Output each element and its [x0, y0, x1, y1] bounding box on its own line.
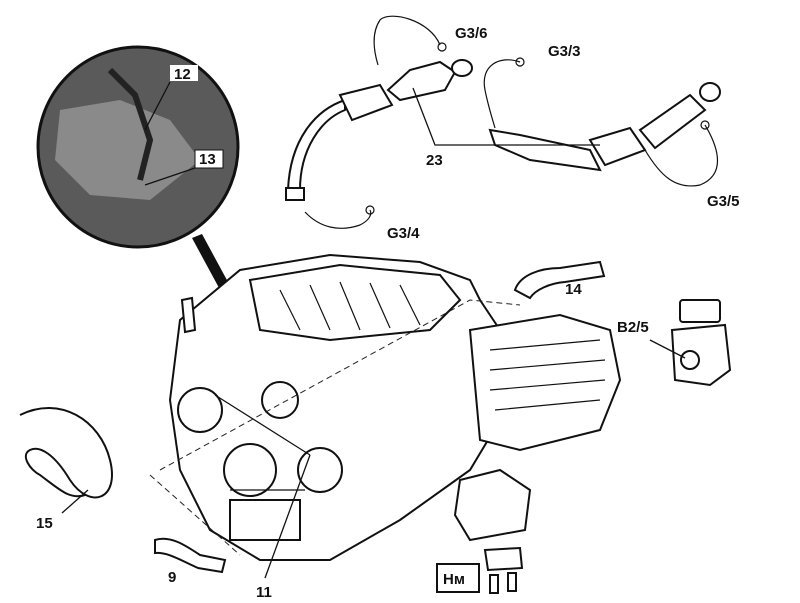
label-nm: Нм: [443, 571, 465, 588]
mount-bracket: [483, 546, 524, 572]
intake-manifold: [248, 263, 462, 342]
pulley-1: [177, 387, 223, 433]
exhaust-flange-left-top: [451, 59, 473, 77]
exhaust-pipe-right-lower: [488, 128, 602, 172]
catalytic-converter-left: [338, 83, 394, 122]
leader-b25: [649, 339, 686, 359]
pulley-2: [223, 443, 277, 497]
b25-top: [679, 299, 721, 323]
sensor-g36: [437, 42, 447, 52]
detail-inset: [36, 45, 240, 249]
sensor-cable-g36: [373, 15, 441, 66]
sensor-g35: [700, 120, 710, 130]
label-g35: G3/5: [707, 193, 740, 210]
engine-block: [149, 253, 622, 561]
catalytic-converter-right: [588, 126, 647, 167]
transmission-ribs: [489, 339, 606, 411]
b25-port: [680, 350, 700, 370]
label-11: 11: [256, 584, 272, 601]
b25-body: [670, 323, 732, 387]
exhaust-pipe-left-lower: [286, 98, 346, 191]
sensor-g34: [365, 205, 375, 215]
sensor-cable-g35: [644, 124, 719, 187]
bolt-1: [489, 574, 499, 594]
leader-11: [264, 454, 311, 579]
label-g34: G3/4: [387, 225, 420, 242]
leader-15: [61, 489, 89, 514]
label-g36: G3/6: [455, 25, 488, 42]
mount-bracket-bolts: [483, 546, 524, 594]
label-12: 12: [174, 66, 191, 83]
detail-inset-hose: [107, 67, 154, 181]
exhaust-flange-right-top: [699, 82, 721, 102]
label-9: 9: [168, 569, 176, 586]
label-g33: G3/3: [548, 43, 581, 60]
drive-belt-route: [214, 394, 311, 491]
label-23: 23: [426, 152, 443, 169]
transmission-housing: [468, 313, 622, 452]
exhaust-assembly: [285, 15, 721, 229]
dashed-guide-top: [159, 299, 521, 471]
label-13-box: [194, 149, 224, 169]
leader-23: [412, 87, 600, 146]
leader-13: [144, 167, 196, 186]
oil-pan: [229, 499, 301, 541]
hose-9: [154, 537, 227, 574]
torque-box: [436, 563, 480, 593]
exhaust-pipe-right-upper: [638, 93, 707, 150]
component-b25: [649, 299, 732, 387]
sensor-cable-g33: [483, 59, 521, 129]
sensor-cable-g34: [304, 209, 372, 229]
detail-inset-shade: [55, 100, 200, 200]
dashed-guide-bottom: [149, 474, 241, 556]
pulley-4: [261, 381, 299, 419]
label-b25: B2/5: [617, 319, 649, 336]
exhaust-pipe-left-upper: [386, 60, 457, 102]
intake-runners: [279, 281, 421, 331]
engine-mount: [453, 468, 532, 542]
belt-15: [19, 406, 113, 499]
label-12-box: [170, 65, 198, 81]
dipstick: [180, 296, 197, 334]
leader-12: [144, 81, 171, 131]
exhaust-flange-left: [285, 187, 305, 201]
hose-14: [513, 260, 606, 300]
bolt-2: [507, 572, 517, 592]
label-13: 13: [199, 151, 216, 168]
label-15: 15: [36, 515, 53, 532]
label-14: 14: [565, 281, 582, 298]
sensor-g33: [515, 57, 525, 67]
